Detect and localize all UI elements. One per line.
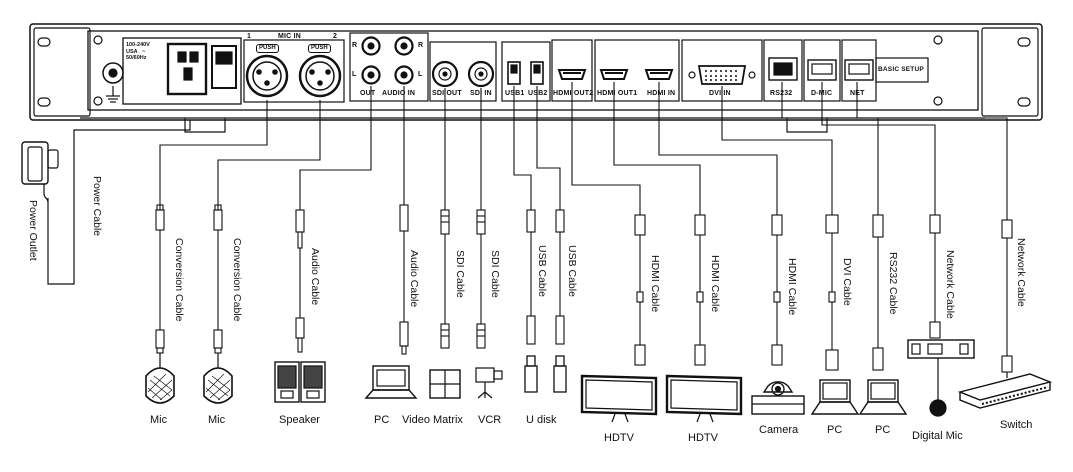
power-outlet-plug: [21, 141, 59, 203]
usb-cable-2-label: USB Cable: [566, 245, 578, 297]
pc-laptop-dvi: [810, 379, 860, 415]
sdi-ports: [429, 41, 497, 102]
pc-laptop-audio: [364, 365, 418, 399]
audio-in-label: AUDIO IN: [382, 90, 416, 97]
usb-ports: [501, 41, 551, 102]
hdtv-device-2: [665, 374, 743, 423]
mic-port-1-label: 1: [247, 33, 252, 40]
mic-port-2-label: 2: [333, 33, 338, 40]
rs232-cable-label: RS232 Cable: [887, 252, 899, 315]
conversion-cable-2-label: Conversion Cable: [231, 238, 243, 322]
basic-setup-label: BASIC SETUP: [878, 66, 924, 73]
hdtv-2-label: HDTV: [688, 432, 718, 444]
u-disk-devices: [524, 355, 567, 393]
device-chassis: [29, 23, 1043, 121]
power-cable-label: Power Cable: [91, 176, 103, 237]
hdmi-out1-in-ports: [594, 39, 680, 102]
network-cable-label: Network Cable: [1015, 238, 1027, 307]
audio-ports: [349, 32, 429, 102]
mic-device-1: [145, 353, 175, 404]
hdmi-out2-port: [551, 39, 593, 102]
mic-device-2: [203, 353, 233, 404]
network-junction-box: [907, 339, 975, 359]
sdi-out-label: SDI OUT: [432, 90, 462, 97]
pc-rs232-label: PC: [875, 424, 891, 436]
audio-in-r-label: R: [418, 42, 424, 49]
vcr-device: [475, 367, 503, 399]
cable-paths: [159, 82, 1008, 220]
digital-mic-device: [929, 358, 947, 417]
rs232-label: RS232: [770, 90, 793, 97]
digital-mic-label: Digital Mic: [912, 430, 963, 442]
hdmi-cable-out2-label: HDMI Cable: [649, 255, 661, 313]
ground-terminal: [102, 62, 124, 103]
video-matrix-label: Video Matrix: [402, 414, 463, 426]
speaker-device: [274, 361, 326, 403]
camera-device: [751, 381, 805, 415]
mic-in-ports: [243, 39, 345, 103]
hdmi-in-label: HDMI IN: [647, 90, 676, 97]
power-outlet-label: Power Outlet: [27, 200, 39, 261]
audio-out-l-label: L: [352, 71, 357, 78]
sdi-cable-out-label: SDI Cable: [454, 250, 466, 298]
power-inlet: [122, 37, 242, 105]
audio-cable-out-label: Audio Cable: [309, 248, 321, 306]
dvi-port: [681, 39, 763, 102]
rs232-port: [763, 39, 803, 102]
network-cable-dmic-label: Network Cable: [944, 250, 956, 319]
vcr-label: VCR: [478, 414, 502, 426]
usb1-label: USB1: [505, 90, 525, 97]
audio-cable-in-label: Audio Cable: [408, 250, 420, 308]
usb2-label: USB2: [528, 90, 548, 97]
power-spec-text: 100-240V USA ~ 50/60Hz: [126, 42, 150, 61]
audio-out-label: OUT: [360, 90, 376, 97]
u-disk-label: U disk: [526, 414, 557, 426]
hdtv-1-label: HDTV: [604, 432, 634, 444]
hdmi-cable-out1-label: HDMI Cable: [709, 255, 721, 313]
pc-audio-label: PC: [374, 414, 390, 426]
hdtv-device-1: [580, 374, 658, 423]
dvi-cable-label: DVI Cable: [841, 258, 853, 306]
push-latch-1: PUSH: [256, 44, 279, 53]
cable-connectors: [155, 204, 1013, 373]
sdi-cable-in-label: SDI Cable: [489, 250, 501, 298]
pc-laptop-rs232: [858, 379, 908, 415]
hdmi-out2-label: HDMI OUT2: [553, 90, 594, 97]
switch-label: Switch: [1000, 419, 1033, 431]
mic-1-label: Mic: [150, 414, 168, 426]
hdmi-out1-label: HDMI OUT1: [597, 90, 638, 97]
usb-cable-1-label: USB Cable: [536, 245, 548, 297]
switch-device: [957, 372, 1053, 409]
hdmi-cable-in-label: HDMI Cable: [786, 258, 798, 316]
net-label: NET: [850, 90, 865, 97]
push-latch-2: PUSH: [308, 44, 331, 53]
audio-out-r-label: R: [352, 42, 358, 49]
dvi-in-label: DVI IN: [709, 90, 731, 97]
dmic-label: D-MIC: [811, 90, 833, 97]
basic-setup-port: [875, 57, 929, 83]
camera-label: Camera: [759, 424, 799, 436]
pc-dvi-label: PC: [827, 424, 843, 436]
speaker-label: Speaker: [279, 414, 320, 426]
mic-in-label: MIC IN: [278, 33, 301, 40]
mic-2-label: Mic: [208, 414, 226, 426]
sdi-in-label: SDI IN: [470, 90, 492, 97]
bracket-left: [184, 118, 226, 133]
video-matrix-device: [429, 369, 461, 399]
power-cable-path: [47, 120, 191, 285]
audio-in-l-label: L: [418, 71, 423, 78]
conversion-cable-1-label: Conversion Cable: [173, 238, 185, 322]
